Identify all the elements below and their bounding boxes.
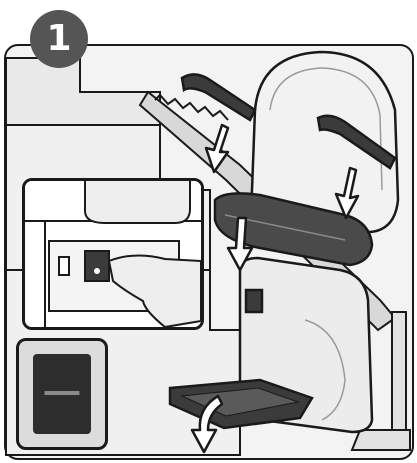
- power-switch-icon[interactable]: [85, 251, 109, 281]
- step-number: 1: [46, 21, 71, 57]
- switch-closeup: [22, 178, 204, 330]
- digit-display-screen: –: [33, 354, 91, 434]
- switch-closeup-drawing: [25, 181, 201, 327]
- digit-display: –: [16, 338, 108, 450]
- step-badge: 1: [30, 10, 88, 68]
- digit-display-value: –: [33, 360, 91, 418]
